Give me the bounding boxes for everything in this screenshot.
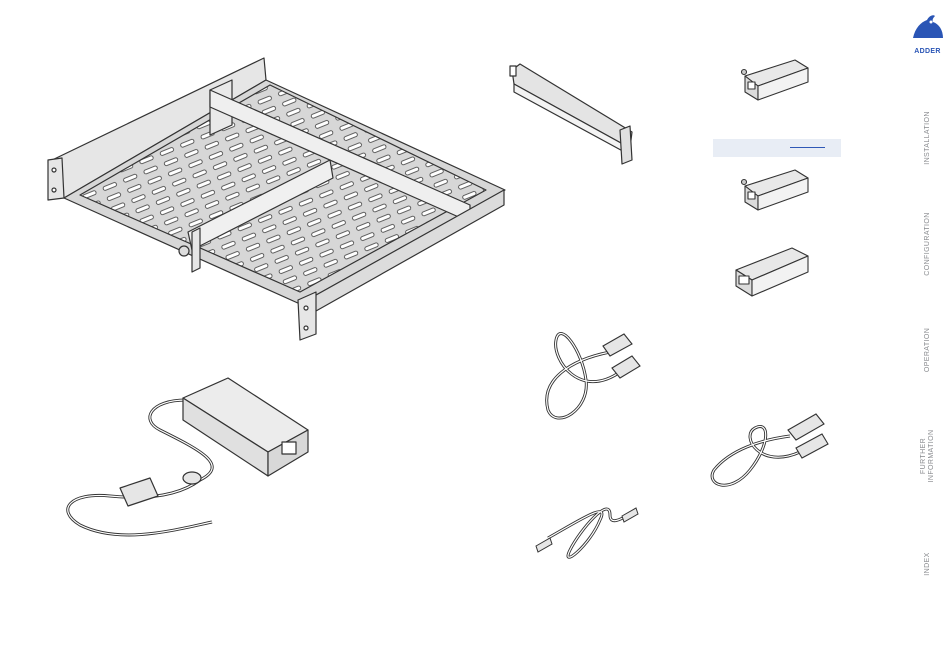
brand-name: ADDER xyxy=(905,48,950,55)
rack-mount-shelf xyxy=(48,58,505,340)
tab-further-information[interactable]: FURTHER INFORMATION xyxy=(905,396,950,516)
tab-label: INSTALLATION xyxy=(924,111,932,165)
sfp-module-2 xyxy=(742,170,809,210)
tab-index[interactable]: INDEX xyxy=(905,504,950,624)
usb-cable-a xyxy=(547,334,640,419)
link-highlight[interactable] xyxy=(713,139,841,157)
tab-operation[interactable]: OPERATION xyxy=(905,290,950,410)
rack-bracket xyxy=(510,64,632,164)
adder-logo-icon xyxy=(905,10,950,42)
audio-jack-cable xyxy=(536,508,638,557)
tab-label: INDEX xyxy=(924,552,932,575)
sfp-module-1 xyxy=(742,60,809,100)
tab-label: CONFIGURATION xyxy=(924,212,932,275)
tab-configuration[interactable]: CONFIGURATION xyxy=(905,184,950,304)
tab-label: OPERATION xyxy=(924,328,932,372)
power-supply-with-mains-cord xyxy=(68,378,308,535)
tab-installation[interactable]: INSTALLATION xyxy=(905,78,950,198)
adder-logo: ADDER xyxy=(905,10,950,50)
sfp-copper-module xyxy=(736,248,808,296)
tab-label: FURTHER INFORMATION xyxy=(920,426,936,486)
illustration-area xyxy=(0,0,905,667)
sidebar-navigation: ADDER INSTALLATION CONFIGURATION OPERATI… xyxy=(905,0,950,667)
link-underline xyxy=(790,147,825,148)
usb-cable-b xyxy=(712,414,828,485)
